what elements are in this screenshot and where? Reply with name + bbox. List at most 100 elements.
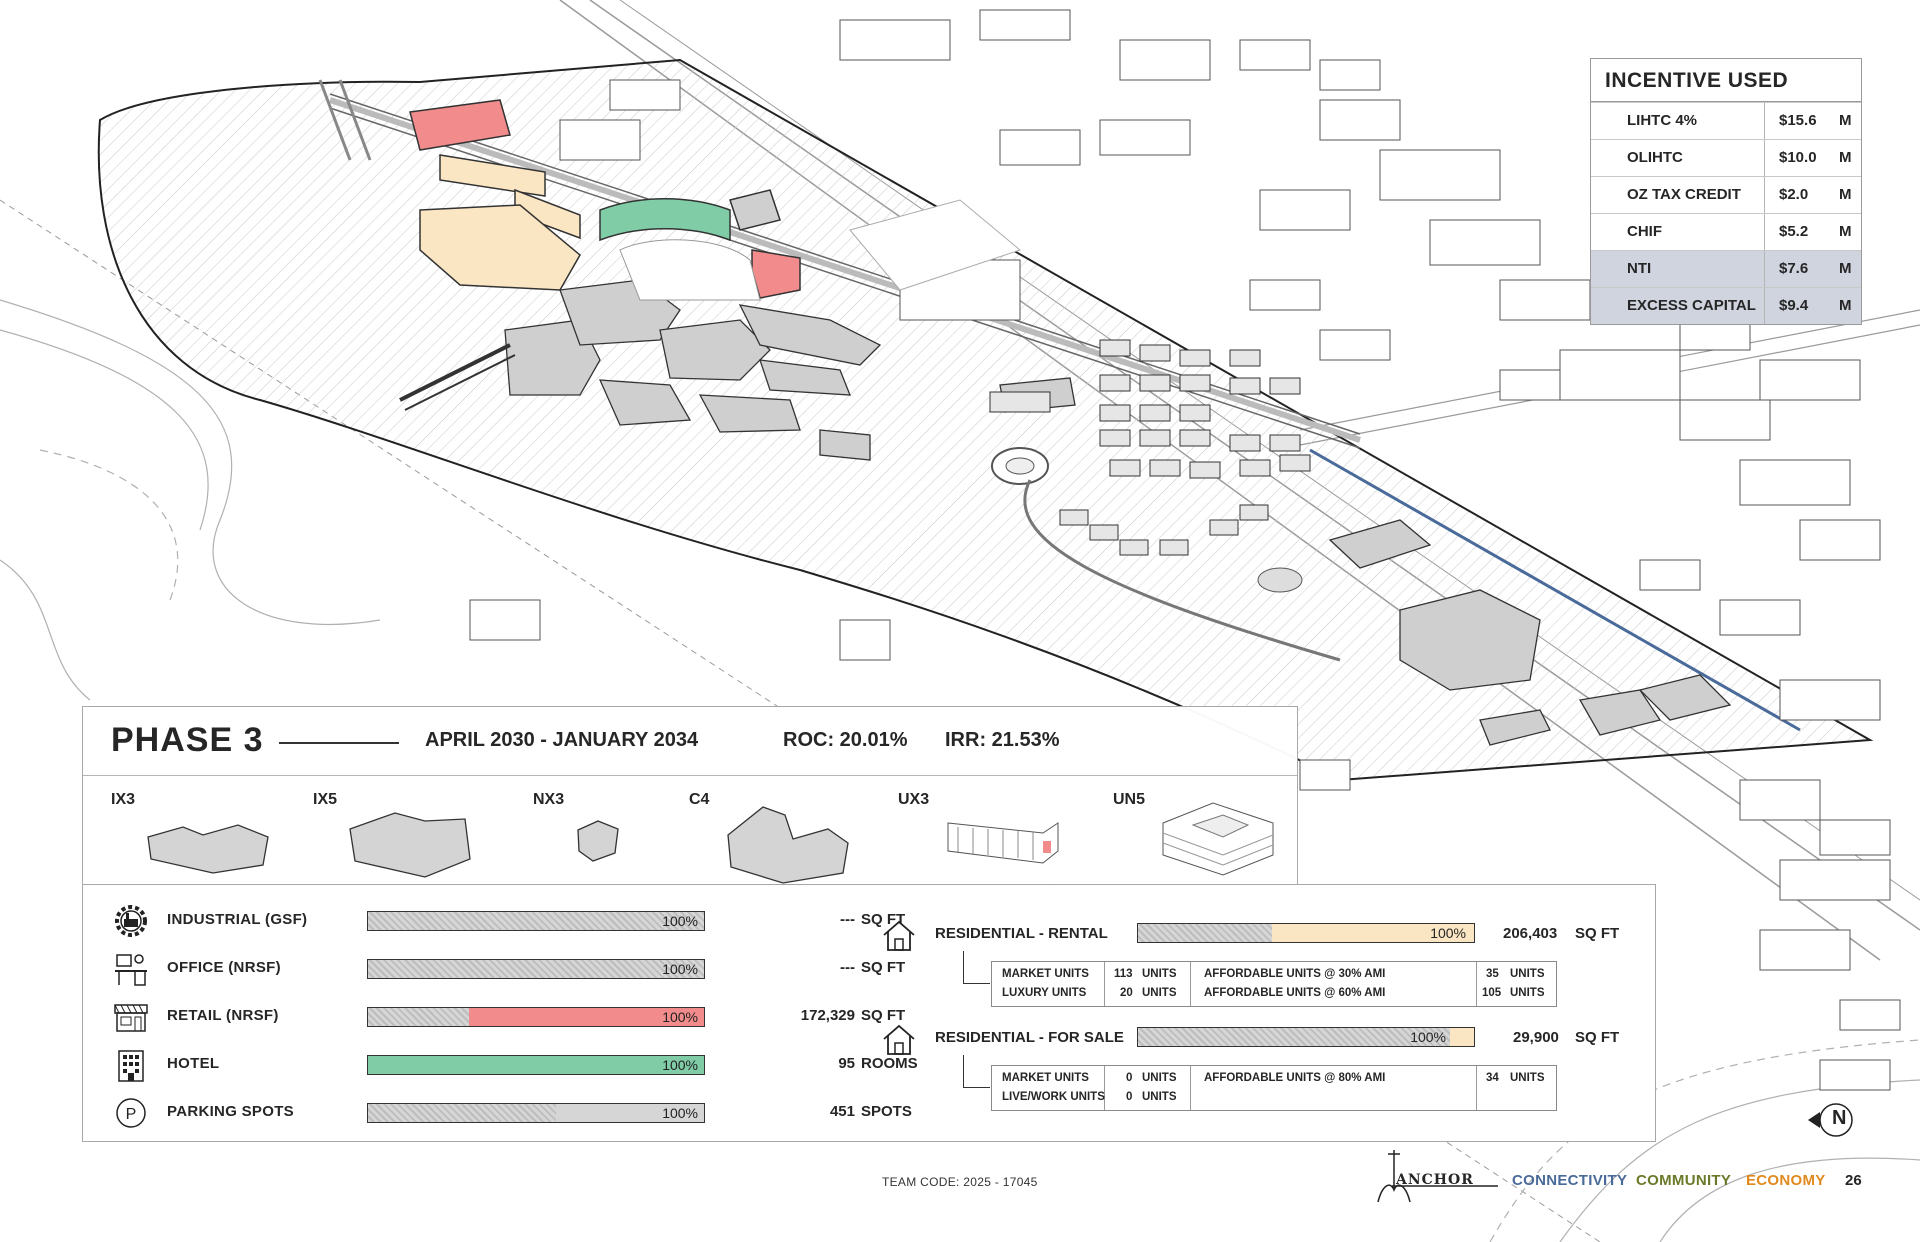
residential-rental-unit: SQ FT — [1575, 925, 1620, 942]
progress-bar: 100% — [367, 1055, 705, 1075]
un5-building-icon — [1162, 802, 1274, 876]
svg-text:P: P — [126, 1106, 137, 1123]
building-type-label: IX3 — [111, 791, 136, 808]
storefront-icon — [114, 1004, 148, 1032]
incentive-name: OZ TAX CREDIT — [1591, 177, 1765, 213]
phase-title: PHASE 3 — [111, 721, 264, 759]
metric-unit: SPOTS — [861, 1103, 912, 1120]
unit-row-label: MARKET UNITS — [1002, 1072, 1089, 1084]
c4-building-icon — [727, 806, 849, 884]
tag-connectivity: CONNECTIVITY — [1512, 1172, 1628, 1189]
metric-unit: SQ FT — [861, 911, 906, 928]
progress-bar: 100% — [367, 1103, 705, 1123]
roundabout — [991, 447, 1341, 662]
unit-count: 113 — [1114, 968, 1133, 980]
incentive-row: NTI $7.6 M — [1591, 250, 1861, 287]
rental-unit-table: MARKET UNITS 113 UNITS AFFORDABLE UNITS … — [991, 961, 1557, 1007]
incentive-name: EXCESS CAPITAL — [1591, 288, 1765, 324]
phase-dates: APRIL 2030 - JANUARY 2034 — [425, 729, 699, 751]
bridge — [318, 79, 516, 411]
metric-unit: ROOMS — [861, 1055, 918, 1072]
bar-percent: 100% — [1430, 925, 1466, 941]
unit-word: UNITS — [1510, 968, 1545, 980]
anchor-logo — [1377, 1150, 1498, 1203]
north-label: N — [1832, 1107, 1847, 1129]
table-divider — [1104, 1066, 1105, 1110]
building-type-label: NX3 — [533, 791, 565, 808]
bar-percent: 100% — [662, 1105, 698, 1121]
building-type-label: UN5 — [1113, 791, 1146, 808]
unit-word: UNITS — [1142, 1072, 1177, 1084]
program-metrics-panel: INDUSTRIAL (GSF) 100% --- SQ FT OFFICE (… — [82, 884, 1656, 1142]
tag-community: COMMUNITY — [1636, 1172, 1732, 1189]
metric-unit: SQ FT — [861, 959, 906, 976]
incentive-unit: M — [1839, 297, 1852, 314]
north-arrow-icon — [1808, 1103, 1853, 1137]
unit-count: 0 — [1126, 1091, 1133, 1103]
context-buildings — [469, 9, 1901, 1091]
tag-economy: ECONOMY — [1746, 1172, 1826, 1189]
incentive-name: CHIF — [1591, 214, 1765, 250]
bar-fill — [468, 1008, 704, 1026]
progress-bar: 100% — [367, 959, 705, 979]
metric-label: OFFICE (NRSF) — [167, 959, 281, 976]
affordable-label: AFFORDABLE UNITS @ 80% AMI — [1204, 1072, 1386, 1084]
table-divider — [1476, 1066, 1477, 1110]
unit-word: UNITS — [1142, 987, 1177, 999]
incentive-name: LIHTC 4% — [1591, 103, 1765, 139]
logo-text: ANCHOR — [1396, 1172, 1474, 1188]
bracket-line — [963, 951, 990, 984]
residential-sale-label: RESIDENTIAL - FOR SALE — [935, 1029, 1124, 1046]
metric-value: 451 — [829, 1103, 855, 1120]
affordable-label: AFFORDABLE UNITS @ 60% AMI — [1204, 987, 1386, 999]
plaza — [619, 199, 1303, 593]
incentive-unit: M — [1839, 260, 1852, 277]
parking-icon: P — [116, 1098, 146, 1128]
incentive-unit: M — [1839, 149, 1852, 166]
incentive-amount: $10.0 — [1779, 149, 1817, 166]
unit-count: 0 — [1126, 1072, 1133, 1084]
phase-header: PHASE 3 APRIL 2030 - JANUARY 2034 ROC: 2… — [83, 707, 1297, 776]
townhouse-blocks — [989, 339, 1311, 556]
incentive-name: NTI — [1591, 251, 1765, 287]
affordable-count: 34 — [1486, 1072, 1499, 1084]
bar-fill — [556, 1104, 704, 1122]
metric-value: --- — [840, 911, 855, 928]
residential-sale-value: 29,900 — [1513, 1029, 1559, 1046]
metric-label: HOTEL — [167, 1055, 220, 1072]
phase-roc: ROC: 20.01% — [783, 729, 908, 751]
affordable-count: 105 — [1482, 987, 1502, 999]
incentive-name: OLIHTC — [1591, 140, 1765, 176]
residential-sale-unit: SQ FT — [1575, 1029, 1620, 1046]
phase-panel: PHASE 3 APRIL 2030 - JANUARY 2034 ROC: 2… — [82, 706, 1298, 886]
unit-word: UNITS — [1510, 987, 1545, 999]
metric-value: --- — [840, 959, 855, 976]
bar-percent: 100% — [1410, 1029, 1446, 1045]
unit-word: UNITS — [1510, 1072, 1545, 1084]
grey-buildings — [504, 279, 1732, 746]
building-type-label: C4 — [689, 791, 710, 808]
ux3-building-icon — [947, 822, 1059, 864]
bar-fill — [1450, 1028, 1474, 1046]
team-code: TEAM CODE: 2025 - 17045 — [882, 1175, 1038, 1189]
page-number: 26 — [1845, 1172, 1862, 1189]
table-divider — [1104, 962, 1105, 1006]
incentive-unit: M — [1839, 186, 1852, 203]
affordable-label: AFFORDABLE UNITS @ 30% AMI — [1204, 968, 1386, 980]
incentive-amount: $7.6 — [1779, 260, 1809, 277]
bar-percent: 100% — [662, 913, 698, 929]
incentive-amount: $2.0 — [1779, 186, 1809, 203]
ix3-building-icon — [147, 824, 269, 874]
progress-bar: 100% — [367, 911, 705, 931]
ix5-building-icon — [349, 812, 471, 878]
metric-value: 172,329 — [800, 1007, 855, 1024]
building-type-label: UX3 — [898, 791, 930, 808]
desk-icon — [115, 954, 147, 986]
incentive-unit: M — [1839, 223, 1852, 240]
house-icon — [883, 1024, 915, 1055]
unit-word: UNITS — [1142, 1091, 1177, 1103]
sale-unit-table: MARKET UNITS 0 UNITS AFFORDABLE UNITS @ … — [991, 1065, 1557, 1111]
metric-label: INDUSTRIAL (GSF) — [167, 911, 308, 928]
incentive-amount: $5.2 — [1779, 223, 1809, 240]
